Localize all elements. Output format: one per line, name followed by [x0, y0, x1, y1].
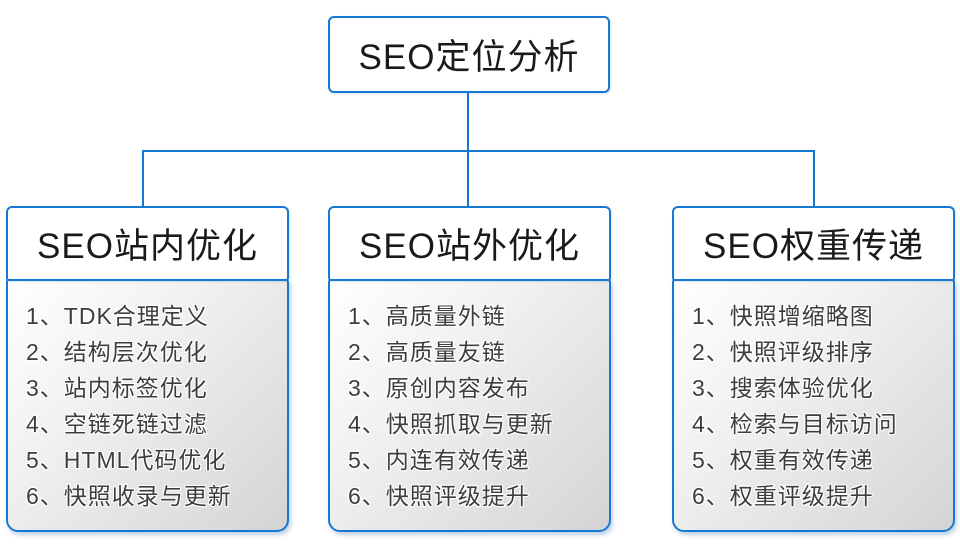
list-item: 4、检索与目标访问	[692, 411, 898, 437]
branch-weight-title: SEO权重传递	[703, 227, 924, 266]
connector-horizontal-rail	[142, 150, 815, 152]
list-item: 1、高质量外链	[348, 303, 506, 329]
branch-offsite-title: SEO站外优化	[359, 227, 580, 266]
branch-offsite: SEO站外优化 1、高质量外链 2、高质量友链 3、原创内容发布 4、快照抓取与…	[328, 206, 611, 532]
list-item: 5、内连有效传递	[348, 447, 530, 473]
connector-right-drop	[813, 150, 815, 206]
list-item: 6、权重评级提升	[692, 483, 874, 509]
branch-offsite-header: SEO站外优化	[328, 206, 611, 281]
branch-onsite-title: SEO站内优化	[37, 227, 258, 266]
list-item: 1、快照增缩略图	[692, 303, 874, 329]
list-item: 5、权重有效传递	[692, 447, 874, 473]
list-item: 4、快照抓取与更新	[348, 411, 554, 437]
list-item: 3、站内标签优化	[26, 375, 208, 401]
list-item: 6、快照评级提升	[348, 483, 530, 509]
list-item: 3、原创内容发布	[348, 375, 530, 401]
list-item: 3、搜索体验优化	[692, 375, 874, 401]
branch-onsite: SEO站内优化 1、TDK合理定义 2、结构层次优化 3、站内标签优化 4、空链…	[6, 206, 289, 532]
list-item: 2、快照评级排序	[692, 339, 874, 365]
list-item: 2、结构层次优化	[26, 339, 208, 365]
list-item: 6、快照收录与更新	[26, 483, 232, 509]
root-node-title: SEO定位分析	[358, 38, 580, 77]
root-node: SEO定位分析	[328, 16, 610, 93]
branch-offsite-list: 1、高质量外链 2、高质量友链 3、原创内容发布 4、快照抓取与更新 5、内连有…	[328, 279, 611, 532]
list-item: 2、高质量友链	[348, 339, 506, 365]
connector-left-drop	[142, 150, 144, 206]
branch-weight-header: SEO权重传递	[672, 206, 955, 281]
list-item: 5、HTML代码优化	[26, 447, 227, 473]
list-item: 4、空链死链过滤	[26, 411, 208, 437]
branch-onsite-header: SEO站内优化	[6, 206, 289, 281]
branch-weight: SEO权重传递 1、快照增缩略图 2、快照评级排序 3、搜索体验优化 4、检索与…	[672, 206, 955, 532]
branch-weight-list: 1、快照增缩略图 2、快照评级排序 3、搜索体验优化 4、检索与目标访问 5、权…	[672, 279, 955, 532]
connector-root-to-center	[467, 93, 469, 206]
list-item: 1、TDK合理定义	[26, 303, 209, 329]
branch-onsite-list: 1、TDK合理定义 2、结构层次优化 3、站内标签优化 4、空链死链过滤 5、H…	[6, 279, 289, 532]
